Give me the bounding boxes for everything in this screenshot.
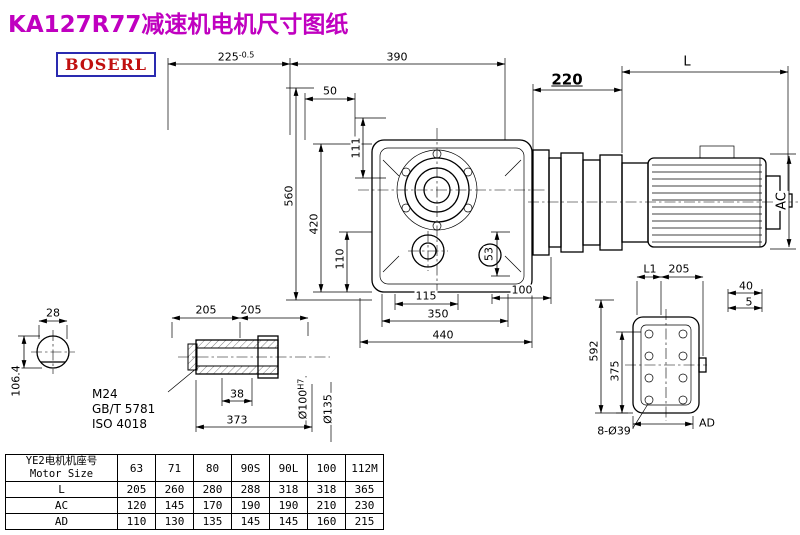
dim-100: 100 bbox=[510, 283, 534, 297]
size-column-header: 90L bbox=[269, 454, 308, 482]
size-column-header: 71 bbox=[155, 454, 194, 482]
dim-110: 110 bbox=[333, 247, 347, 271]
table-cell: 130 bbox=[155, 513, 194, 530]
bore-fit-class: H7 bbox=[296, 378, 306, 390]
dim-111: 111 bbox=[349, 136, 363, 160]
table-header-row: YE2电机机座号 Motor Size 63 71 80 90S 90L 100… bbox=[5, 454, 384, 482]
dim-390: 390 bbox=[385, 50, 409, 64]
table-cell: 205 bbox=[117, 481, 156, 498]
table-cell: 215 bbox=[345, 513, 384, 530]
table-cell: 318 bbox=[269, 481, 308, 498]
motor-size-header-cn: YE2电机机座号 bbox=[25, 455, 98, 468]
dimension-lines bbox=[21, 61, 792, 430]
gb-standard: GB/T 5781 bbox=[92, 402, 156, 416]
table-row-AD: AD 110 130 135 145 145 160 215 bbox=[5, 513, 384, 530]
dim-373: 373 bbox=[225, 413, 249, 427]
table-cell: 120 bbox=[117, 497, 156, 514]
extension-lines bbox=[18, 58, 796, 442]
dim-350: 350 bbox=[426, 307, 450, 321]
table-row-L: L 205 260 280 288 318 318 365 bbox=[5, 481, 384, 498]
size-column-header: 90S bbox=[231, 454, 270, 482]
dim-28: 28 bbox=[45, 306, 61, 320]
dim-bolt-holes: 8-Ø39 bbox=[596, 424, 632, 438]
hollow-shaft-detail bbox=[178, 335, 330, 379]
table-cell: 145 bbox=[155, 497, 194, 514]
dim-225-tolerance: -0.5 bbox=[238, 50, 255, 60]
dim-50: 50 bbox=[322, 84, 338, 98]
dim-motor-L: L bbox=[682, 54, 692, 70]
dim-38: 38 bbox=[229, 387, 245, 401]
table-cell: 110 bbox=[117, 513, 156, 530]
size-column-header: 63 bbox=[117, 454, 156, 482]
motor-side-view bbox=[528, 145, 798, 256]
size-column-header: 100 bbox=[307, 454, 346, 482]
table-cell: 365 bbox=[345, 481, 384, 498]
table-cell: 318 bbox=[307, 481, 346, 498]
size-column-header: 112M bbox=[345, 454, 384, 482]
iso-standard: ISO 4018 bbox=[92, 417, 147, 431]
dim-205-flange: 205 bbox=[667, 262, 691, 276]
dim-bore-diameter: Ø100H7 bbox=[296, 377, 310, 421]
table-row-AC: AC 120 145 170 190 190 210 230 bbox=[5, 497, 384, 514]
table-cell: 170 bbox=[193, 497, 232, 514]
thread-spec: M24 bbox=[92, 387, 118, 401]
table-cell: 280 bbox=[193, 481, 232, 498]
row-label-AD: AD bbox=[5, 513, 118, 530]
dim-592: 592 bbox=[587, 339, 601, 363]
dim-375: 375 bbox=[608, 359, 622, 383]
shaft-section-view bbox=[31, 330, 75, 374]
table-cell: 190 bbox=[231, 497, 270, 514]
dim-AC: AC bbox=[774, 191, 790, 211]
table-cell: 288 bbox=[231, 481, 270, 498]
table-cell: 260 bbox=[155, 481, 194, 498]
table-cell: 135 bbox=[193, 513, 232, 530]
dim-205-a: 205 bbox=[194, 303, 218, 317]
gearbox-front-view bbox=[358, 128, 546, 302]
dim-420: 420 bbox=[307, 212, 321, 236]
table-cell: 160 bbox=[307, 513, 346, 530]
size-column-header: 80 bbox=[193, 454, 232, 482]
row-label-L: L bbox=[5, 481, 118, 498]
table-cell: 230 bbox=[345, 497, 384, 514]
motor-size-header-en: Motor Size bbox=[29, 468, 94, 480]
boserl-logo-text: BOSERL bbox=[65, 55, 148, 74]
dim-220: 220 bbox=[550, 70, 584, 89]
boserl-logo: BOSERL bbox=[56, 52, 157, 77]
fastener-spec: M24 GB/T 5781 ISO 4018 bbox=[92, 387, 156, 432]
flange-rear-view bbox=[625, 309, 707, 421]
row-label-AC: AC bbox=[5, 497, 118, 514]
dim-L1: L1 bbox=[642, 262, 658, 276]
dim-106-4: 106.4 bbox=[9, 364, 23, 398]
motor-size-table: YE2电机机座号 Motor Size 63 71 80 90S 90L 100… bbox=[5, 454, 384, 530]
dim-560: 560 bbox=[282, 184, 296, 208]
page-title: KA127R77减速机电机尺寸图纸 bbox=[8, 12, 349, 38]
dim-115: 115 bbox=[414, 289, 438, 303]
dim-205-b: 205 bbox=[239, 303, 263, 317]
dim-AD: AD bbox=[698, 416, 716, 430]
motor-size-header: YE2电机机座号 Motor Size bbox=[5, 454, 118, 482]
dim-40: 40 bbox=[738, 279, 754, 293]
table-cell: 145 bbox=[269, 513, 308, 530]
dim-5: 5 bbox=[744, 295, 754, 309]
dim-53: 53 bbox=[482, 246, 496, 262]
dim-225: 225-0.5 bbox=[216, 50, 256, 64]
table-cell: 145 bbox=[231, 513, 270, 530]
dim-hub-diameter: Ø135 bbox=[321, 393, 335, 425]
dim-440: 440 bbox=[431, 328, 455, 342]
table-cell: 190 bbox=[269, 497, 308, 514]
table-cell: 210 bbox=[307, 497, 346, 514]
